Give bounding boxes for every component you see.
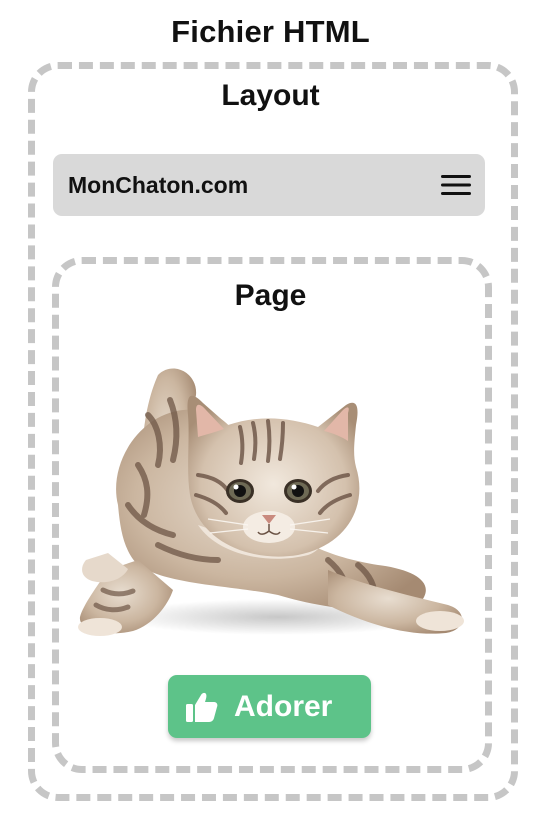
kitten-image (78, 368, 464, 636)
like-button-label: Adorer (234, 690, 333, 723)
file-title: Fichier HTML (171, 14, 370, 49)
navbar: MonChaton.com (53, 154, 485, 216)
like-button[interactable]: Adorer (168, 675, 371, 738)
page-container (52, 257, 492, 773)
page-title: Page (234, 279, 307, 312)
site-brand[interactable]: MonChaton.com (68, 172, 249, 198)
hamburger-menu-icon[interactable] (441, 173, 471, 197)
thumbs-up-icon (186, 692, 218, 722)
layout-container (28, 62, 518, 801)
layout-title: Layout (221, 79, 320, 112)
